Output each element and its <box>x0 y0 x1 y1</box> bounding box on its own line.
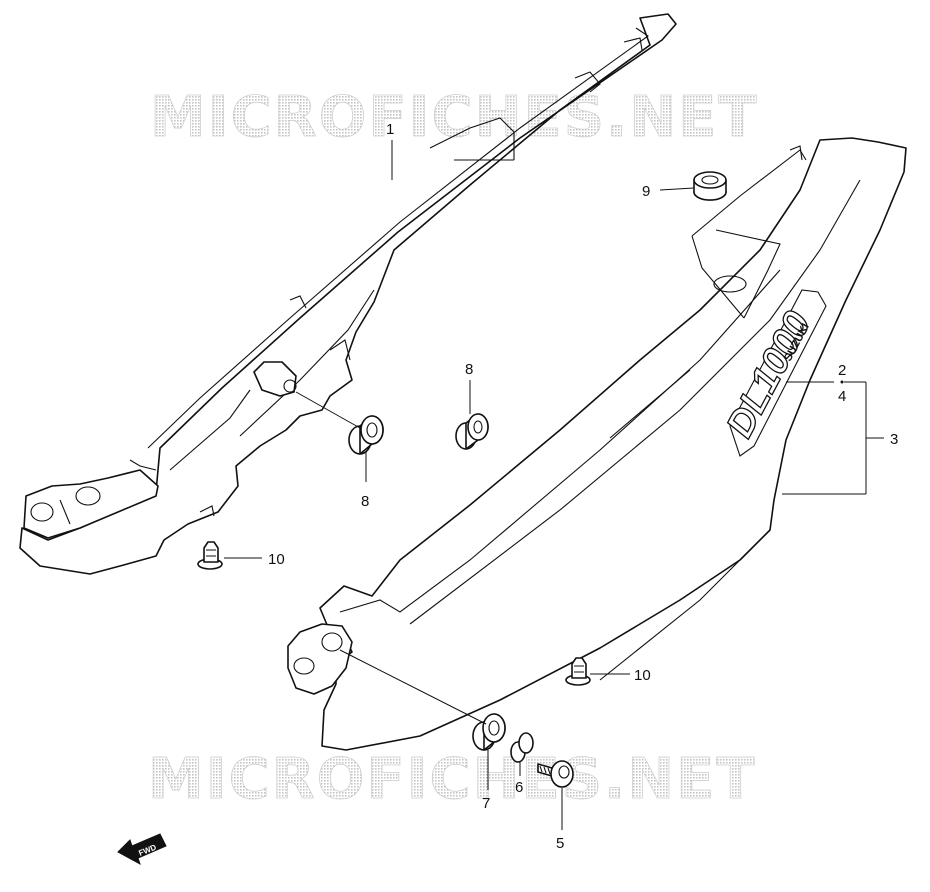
callout-8-left: 8 <box>361 493 369 510</box>
fwd-arrow-icon: FWD <box>117 833 167 866</box>
callout-5: 5 <box>556 835 564 852</box>
callout-7: 7 <box>482 795 490 812</box>
grommet-7 <box>472 713 506 751</box>
watermark-top: MICROFICHES.NET <box>150 85 759 150</box>
grommet-8-left <box>348 415 384 455</box>
callout-9: 9 <box>642 183 650 200</box>
leader-lines <box>224 140 884 830</box>
grommet-8-center <box>455 413 489 450</box>
callout-8-center: 8 <box>465 361 473 378</box>
grommet-9 <box>693 171 727 201</box>
callout-4: 4 <box>838 388 846 405</box>
right-side-cover: DL1000 SUZUKI <box>287 137 907 751</box>
clip-10-left <box>197 541 223 570</box>
callout-2: 2 <box>838 362 846 379</box>
callout-3: 3 <box>890 431 898 448</box>
callout-10-right: 10 <box>634 667 651 684</box>
left-frame-cover <box>19 13 677 575</box>
callout-1: 1 <box>386 121 394 138</box>
clip-10-right <box>565 657 591 686</box>
bolt-5 <box>537 760 574 788</box>
collar-6 <box>510 732 534 763</box>
callout-10-left: 10 <box>268 551 285 568</box>
watermark-bottom: MICROFICHES.NET <box>148 747 757 812</box>
callout-6: 6 <box>515 779 523 796</box>
